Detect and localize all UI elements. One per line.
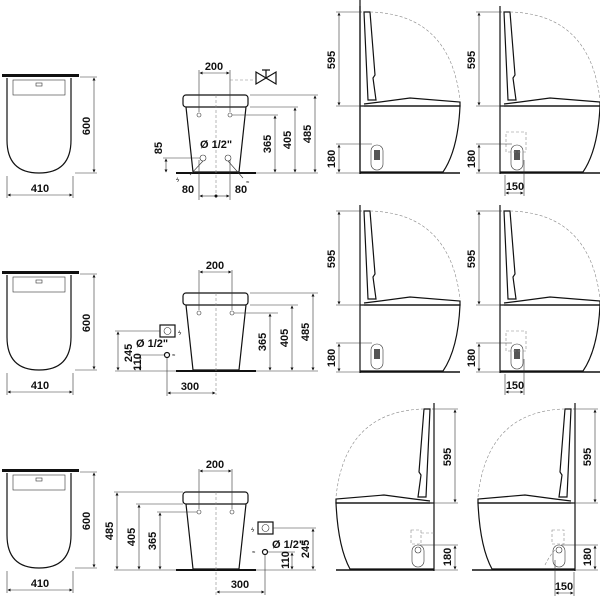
outlet-height-label: 180 bbox=[326, 150, 338, 168]
outlet-offset-label: 150 bbox=[555, 581, 573, 593]
lid-height-label: 595 bbox=[582, 448, 594, 466]
inlet-spacing-label: 200 bbox=[205, 61, 223, 73]
depth-label: 600 bbox=[81, 512, 93, 530]
socket-height-label: 245 bbox=[300, 540, 312, 558]
inlet-height-label: 365 bbox=[257, 333, 269, 351]
water-icon: ≈ bbox=[252, 550, 256, 556]
lid-height-label: 595 bbox=[466, 250, 478, 268]
water-outlet-icon bbox=[163, 351, 171, 359]
offset-right-label: 80 bbox=[235, 184, 247, 196]
lid-height-label: 595 bbox=[326, 51, 338, 69]
outlet-height-label: 180 bbox=[582, 548, 594, 566]
power-icon: ϟ bbox=[178, 331, 182, 337]
seat-height-label: 405 bbox=[279, 329, 291, 347]
front-view-row1: 200 365 405 485 85 Ø 1/2" ϟ ≈ 80 bbox=[153, 61, 318, 200]
pipe-size-label: Ø 1/2" bbox=[272, 539, 304, 551]
width-label: 410 bbox=[31, 183, 49, 195]
width-label: 410 bbox=[31, 578, 49, 590]
outlet-offset-label: 150 bbox=[506, 380, 524, 392]
total-height-label: 485 bbox=[104, 522, 116, 540]
outlet-height-label: 180 bbox=[466, 150, 478, 168]
water-height-label: 110 bbox=[132, 353, 144, 371]
top-view-row3: 600 410 bbox=[2, 469, 97, 593]
socket-icon bbox=[257, 521, 274, 535]
outlet-height-label: 180 bbox=[466, 349, 478, 367]
side-view-b-row1: 595 180 150 bbox=[466, 6, 600, 196]
inlet-spacing-label: 200 bbox=[206, 459, 224, 471]
offset-label: 300 bbox=[181, 381, 199, 393]
inlet-height-label: 365 bbox=[262, 135, 274, 153]
pipe-size-label: Ø 1/2" bbox=[200, 139, 232, 151]
lid-height-label: 595 bbox=[326, 250, 338, 268]
depth-label: 600 bbox=[81, 314, 93, 332]
power-icon: ϟ bbox=[176, 178, 180, 184]
water-outlet-icon bbox=[261, 548, 269, 556]
socket-icon bbox=[159, 324, 176, 338]
total-height-label: 485 bbox=[302, 125, 314, 143]
seat-height-label: 405 bbox=[282, 131, 294, 149]
front-view-row3: 200 485 405 365 ϟ ≈ Ø 1/2" 245 110 300 bbox=[104, 459, 316, 595]
side-view-a-row2: 595 180 bbox=[326, 205, 461, 373]
side-view-a-row1: 595 180 bbox=[326, 0, 461, 174]
outlet-height-label: 180 bbox=[442, 548, 454, 566]
outlet-offset-label: 150 bbox=[506, 181, 524, 193]
offset-left-label: 80 bbox=[182, 184, 194, 196]
side-view-b-row2: 595 180 150 bbox=[466, 205, 600, 395]
supply-height-label: 85 bbox=[153, 142, 165, 154]
side-view-b-row3: 595 180 150 bbox=[472, 403, 598, 596]
inlet-height-label: 365 bbox=[147, 532, 159, 550]
lid-height-label: 595 bbox=[442, 448, 454, 466]
inlet-spacing-label: 200 bbox=[206, 260, 224, 272]
front-view-row2: 200 365 405 485 ϟ ≈ Ø 1/2" 245 110 300 bbox=[115, 260, 318, 396]
power-icon: ϟ bbox=[251, 528, 255, 534]
lid-height-label: 595 bbox=[466, 51, 478, 69]
offset-label: 300 bbox=[231, 579, 249, 591]
top-view-row2: 600 410 bbox=[2, 271, 97, 395]
total-height-label: 485 bbox=[300, 323, 312, 341]
water-height-label: 110 bbox=[280, 551, 292, 569]
water-icon: ≈ bbox=[246, 180, 250, 186]
depth-label: 600 bbox=[81, 117, 93, 135]
width-label: 410 bbox=[31, 380, 49, 392]
seat-height-label: 405 bbox=[126, 528, 138, 546]
side-view-a-row3: 595 180 bbox=[335, 403, 458, 571]
valve-icon bbox=[255, 69, 277, 86]
top-view-row1: 600 410 bbox=[2, 74, 97, 198]
water-icon: ≈ bbox=[172, 353, 176, 359]
socket-height-label: 245 bbox=[123, 344, 135, 362]
outlet-height-label: 180 bbox=[326, 349, 338, 367]
pipe-size-label: Ø 1/2" bbox=[136, 338, 168, 350]
